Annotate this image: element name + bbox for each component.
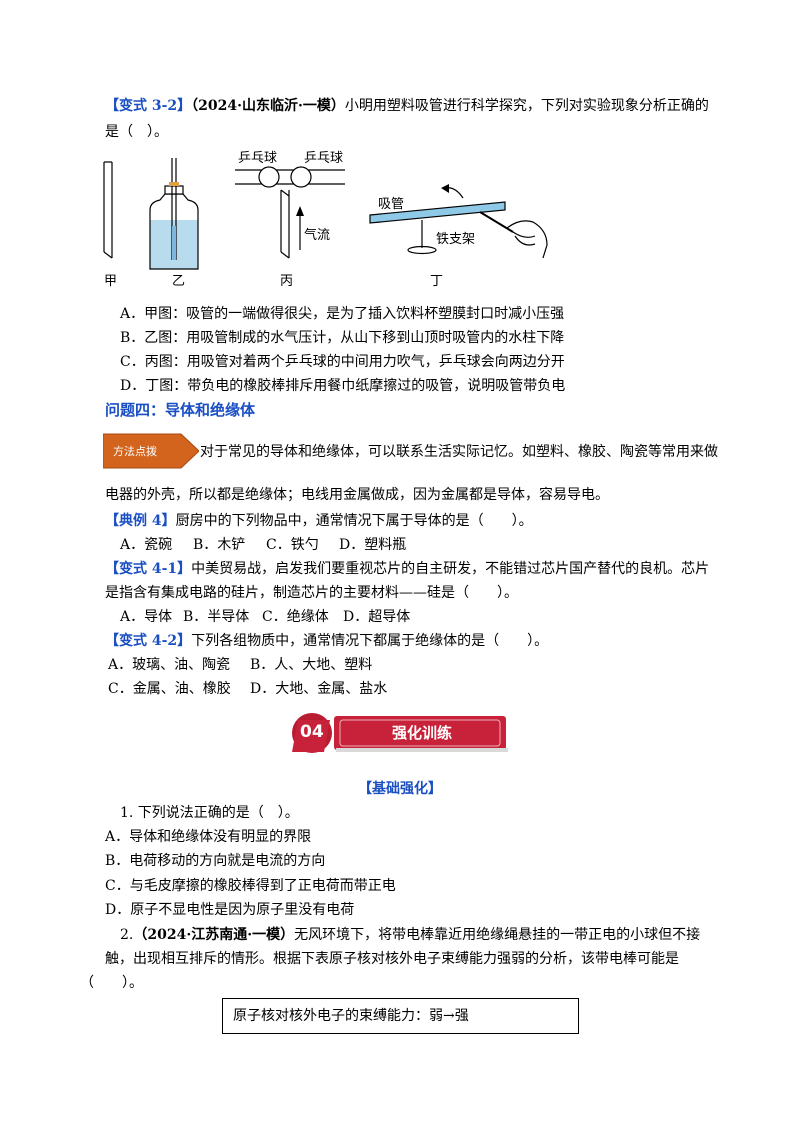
figure-label-pingpong-right: 乒乓球 <box>304 151 344 166</box>
option-b: B．乙图：用吸管制成的水气压计，从山下移到山顶时吸管内的水柱下降 <box>120 330 565 346</box>
example-4: 【典例 4】厨房中的下列物品中，通常情况下属于导体的是（ ）。 <box>105 511 533 531</box>
figure-label-airflow: 气流 <box>304 228 331 243</box>
section-banner <box>292 713 508 753</box>
question-tag: 【变式 3-2】 <box>105 98 192 114</box>
experiment-figure <box>103 158 548 270</box>
question-4-2: 【变式 4-2】下列各组物质中，通常情况下都属于绝缘体的是（ ）。 <box>105 631 548 651</box>
figure-label-bing: 丙 <box>280 274 294 289</box>
figure-ding-stand <box>369 184 548 259</box>
question-4-1: 【变式 4-1】中美贸易战，启发我们要重视芯片的自主研发，不能错过芯片国产替代的… <box>105 559 709 579</box>
question-number: 2. <box>120 927 134 943</box>
figure-label-stand: 铁支架 <box>436 232 476 247</box>
question-stem-cont: 是指含有集成电路的硅片，制造芯片的主要材料——硅是（ ）。 <box>105 585 518 601</box>
question-stem: 小明用塑料吸管进行科学探究，下列对实验现象分析正确的 <box>344 98 709 114</box>
q42-option-a: A．玻璃、油、陶瓷 <box>108 657 231 673</box>
q41-option-d: D．超导体 <box>343 609 411 625</box>
figure-jia-straw <box>103 161 113 259</box>
example-option-a: A．瓷碗 <box>120 537 173 553</box>
example-option-c: C．铁勺 <box>266 537 319 553</box>
table-header: 原子核对核外电子的束缚能力：弱→强 <box>233 1008 469 1024</box>
figure-label-jia: 甲 <box>104 274 118 289</box>
example-tag: 【典例 4】 <box>105 513 176 529</box>
question-stem-cont: 触，出现相互排斥的情形。根据下表原子核对核外电子束缚能力强弱的分析，该带电棒可能… <box>105 951 679 967</box>
t1-option-d: D．原子不显电性是因为原子里没有电荷 <box>105 902 355 918</box>
training-question-1: 1. 下列说法正确的是（ ）。 <box>120 805 299 821</box>
section-title: 强化训练 <box>392 724 453 742</box>
figure-label-yi: 乙 <box>172 274 186 289</box>
q41-option-c: C．绝缘体 <box>262 609 329 625</box>
method-tip: 对于常见的导体和绝缘体，可以联系生活实际记忆。如塑料、橡胶、陶瓷等常用来做 <box>200 444 718 460</box>
example-option-d: D．塑料瓶 <box>339 537 407 553</box>
t1-option-c: C．与毛皮摩擦的橡胶棒得到了正电荷而带正电 <box>105 878 396 894</box>
figure-yi-bottle <box>149 158 199 270</box>
figure-bing-pingpong <box>235 166 345 259</box>
example-option-b: B．木铲 <box>193 537 246 553</box>
q41-option-b: B．半导体 <box>183 609 250 625</box>
question-stem: 下列各组物质中，通常情况下都属于绝缘体的是（ ）。 <box>191 633 549 649</box>
method-tip-cont: 电器的外壳，所以都是绝缘体；电线用金属做成，因为金属都是导体，容易导电。 <box>105 487 609 503</box>
figure-label-straw: 吸管 <box>378 197 405 212</box>
method-badge-label: 方法点拨 <box>113 445 157 458</box>
option-d: D．丁图：带负电的橡胶棒排斥用餐巾纸摩擦过的吸管，说明吸管带负电 <box>120 378 566 394</box>
section-number: 04 <box>300 722 324 742</box>
t1-option-b: B．电荷移动的方向就是电流的方向 <box>105 853 326 869</box>
question-source: （2024·江苏南通·一模） <box>133 927 295 943</box>
question-stem: 无风环境下，将带电棒靠近用绝缘绳悬挂的一带正电的小球但不接 <box>294 927 701 943</box>
question-tag: 【变式 4-1】 <box>105 561 192 577</box>
q42-option-d: D．大地、金属、盐水 <box>250 681 388 697</box>
section-subtitle: 【基础强化】 <box>358 781 442 797</box>
method-badge <box>103 433 199 469</box>
figure-label-ding: 丁 <box>430 274 444 289</box>
question-3-2: 【变式 3-2】（2024·山东临沂·一模）小明用塑料吸管进行科学探究，下列对实… <box>105 96 709 116</box>
q41-option-a: A．导体 <box>120 609 173 625</box>
question-stem: 中美贸易战，启发我们要重视芯片的自主研发，不能错过芯片国产替代的良机。芯片 <box>191 561 710 577</box>
t1-option-a: A．导体和绝缘体没有明显的界限 <box>105 829 312 845</box>
figure-label-pingpong-left: 乒乓球 <box>238 151 278 166</box>
training-question-2: 2.（2024·江苏南通·一模）无风环境下，将带电棒靠近用绝缘绳悬挂的一带正电的… <box>120 925 700 945</box>
question-source: （2024·山东临沂·一模） <box>191 98 345 114</box>
problem-heading: 问题四：导体和绝缘体 <box>105 401 256 419</box>
q42-option-b: B．人、大地、塑料 <box>250 657 373 673</box>
example-stem: 厨房中的下列物品中，通常情况下属于导体的是（ ）。 <box>175 513 533 529</box>
question-tag: 【变式 4-2】 <box>105 633 192 649</box>
question-stem-cont: 是（ ）。 <box>105 124 168 140</box>
binding-ability-table: 原子核对核外电子的束缚能力：弱→强 <box>222 998 579 1034</box>
question-stem-end: （ ）。 <box>80 975 143 991</box>
q42-option-c: C．金属、油、橡胶 <box>108 681 231 697</box>
option-c: C．丙图：用吸管对着两个乒乓球的中间用力吹气，乒乓球会向两边分开 <box>120 354 565 370</box>
option-a: A．甲图：吸管的一端做得很尖，是为了插入饮料杯塑膜封口时减小压强 <box>120 306 565 322</box>
